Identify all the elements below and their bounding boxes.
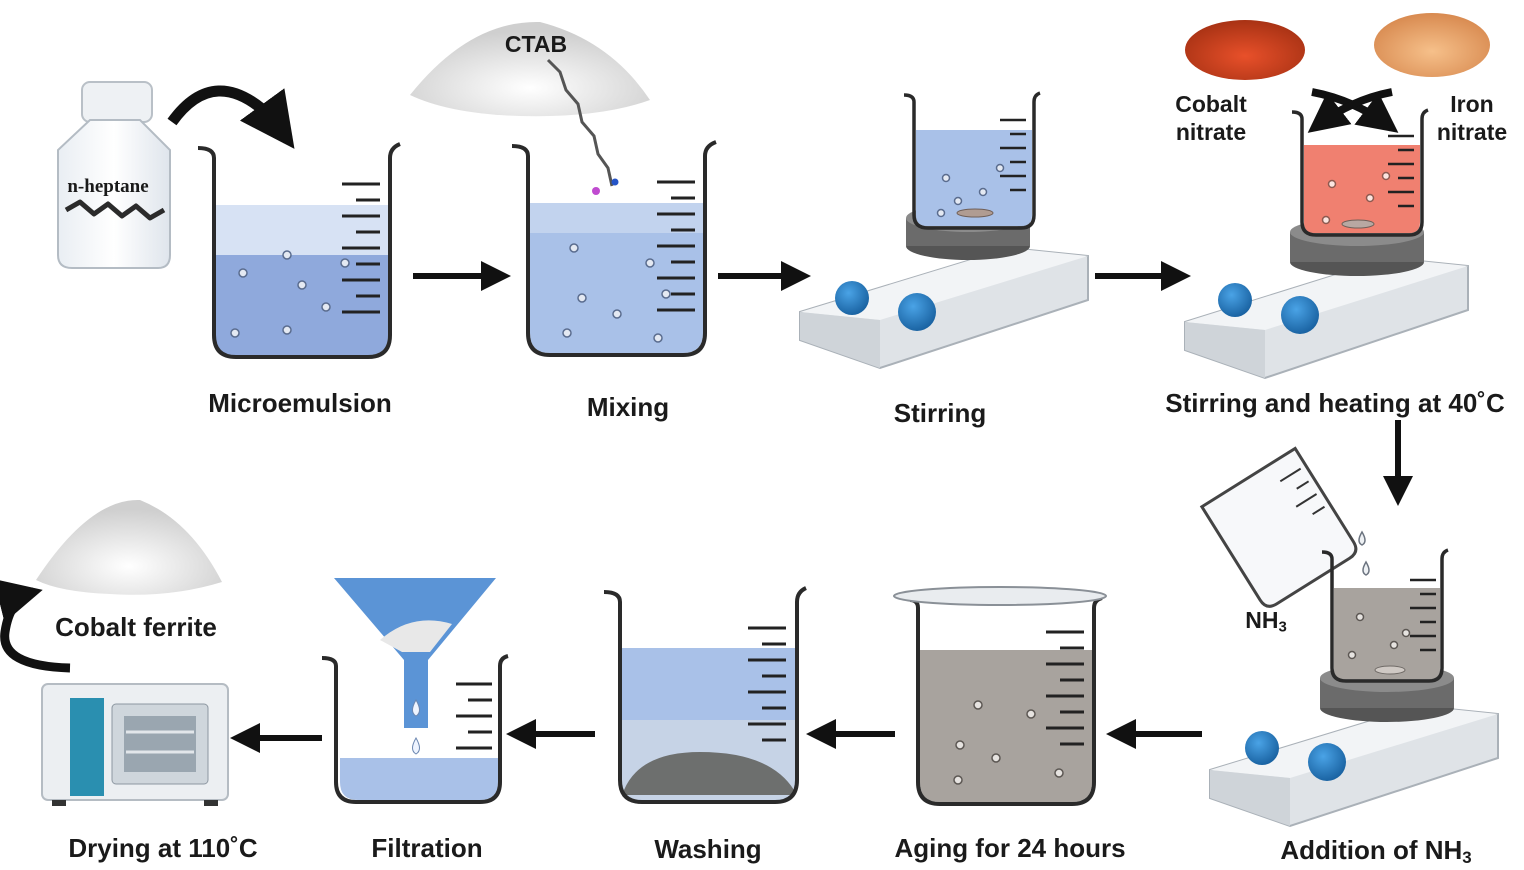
ammonia-sub: 3 — [1278, 618, 1287, 636]
hotplate-addition — [1209, 664, 1499, 828]
ammonia-label: NH3 — [1245, 606, 1287, 642]
iron-nitrate-powder — [1374, 13, 1490, 77]
beaker-aging — [893, 586, 1107, 806]
cobalt-ferrite-powder — [36, 499, 222, 595]
iron-nitrate-label: Iron nitrate — [1437, 90, 1507, 146]
cobalt-nitrate-label: Cobalt nitrate — [1175, 90, 1247, 146]
hotplate-heating — [1184, 218, 1469, 380]
step-aging: Aging for 24 hours — [894, 833, 1126, 863]
drying-oven — [41, 683, 229, 806]
funnel — [334, 578, 496, 755]
cobalt-arrow — [1307, 88, 1393, 133]
iron-nitrate-line2: nitrate — [1436, 119, 1508, 145]
pour-arrow — [167, 85, 295, 149]
step-washing: Washing — [654, 834, 762, 864]
beaker-mixing — [511, 140, 717, 357]
beaker-heating — [1291, 108, 1429, 237]
cobalt-nitrate-line1: Cobalt — [1175, 91, 1247, 117]
step-filtration: Filtration — [371, 833, 483, 863]
beaker-washing — [603, 586, 807, 804]
step-mixing: Mixing — [586, 392, 670, 422]
beaker-filtration — [321, 654, 509, 804]
cobalt-ferrite-label: Cobalt ferrite — [55, 612, 217, 642]
ammonia-text: NH — [1245, 607, 1279, 633]
step-addition: Addition of NH3 — [1280, 835, 1471, 868]
step-addition-sub: 3 — [1462, 848, 1472, 868]
step-drying: Drying at 110˚C — [68, 833, 258, 863]
ctab-powder — [410, 21, 650, 195]
ctab-label: CTAB — [504, 31, 568, 57]
beaker-microemulsion — [197, 142, 401, 359]
iron-nitrate-line1: Iron — [1450, 91, 1494, 117]
cobalt-nitrate-powder — [1185, 20, 1305, 80]
step-stirring: Stirring — [893, 398, 987, 428]
ammonia-beaker — [1199, 446, 1358, 608]
step-stirring-heating: Stirring and heating at 40˚C — [1165, 388, 1505, 418]
heptane-label: n-heptane — [67, 176, 149, 197]
step-microemulsion: Microemulsion — [208, 388, 392, 418]
beaker-addition — [1321, 548, 1449, 683]
heptane-bottle — [57, 81, 171, 269]
product-arrow — [0, 578, 71, 673]
beaker-stirring — [903, 91, 1041, 230]
hotplate-stirring — [799, 204, 1089, 370]
cobalt-nitrate-line2: nitrate — [1175, 119, 1247, 145]
step-addition-text: Addition of NH — [1280, 835, 1463, 865]
